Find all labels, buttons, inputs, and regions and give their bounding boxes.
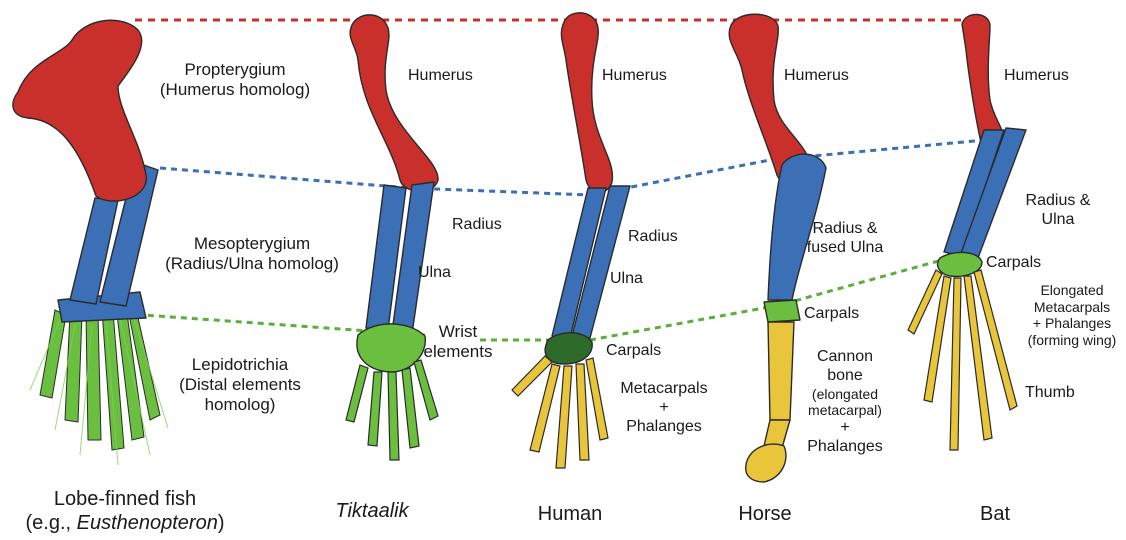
- lepidotrichia-title: Lepidotrichia: [179, 355, 301, 375]
- bat-caption: Bat: [980, 503, 1010, 527]
- fish-caption-suffix: ): [218, 512, 225, 534]
- fish-fin-skeleton: [13, 20, 168, 465]
- mesopterygium-label: Mesopterygium (Radius/Ulna homolog): [165, 234, 339, 274]
- fish-caption-line-2: (e.g., Eusthenopteron): [25, 512, 224, 536]
- human-caption: Human: [538, 503, 602, 527]
- lepidotrichia-label: Lepidotrichia (Distal elements homolog): [179, 355, 301, 415]
- fish-lepidotrichia: [40, 300, 160, 450]
- human-metacarpals-line-1: Metacarpals: [620, 380, 707, 399]
- horse-carpals-label: Carpals: [804, 305, 859, 324]
- wrist-elements-label: Wrist elements: [424, 322, 493, 362]
- propterygium-subtitle: (Humerus homolog): [160, 80, 310, 100]
- bat-carpals-label: Carpals: [986, 254, 1041, 273]
- mesopterygium-subtitle: (Radius/Ulna homolog): [165, 254, 339, 274]
- radius-ulna-level-line: [160, 140, 985, 195]
- bat-elongated-line-4: (forming wing): [1028, 332, 1117, 349]
- bat-radius-line-1: Radius &: [1026, 192, 1091, 211]
- horse-cannon-line-2: bone: [807, 367, 883, 386]
- horse-caption: Horse: [738, 503, 791, 527]
- horse-radius-label: Radius & fused Ulna: [807, 220, 884, 258]
- horse-cannon-line-6: Phalanges: [807, 438, 883, 457]
- horse-humerus-label: Humerus: [784, 67, 849, 86]
- fish-caption-prefix: (e.g.,: [25, 512, 76, 534]
- fish-caption-genus: Eusthenopteron: [77, 512, 218, 534]
- propterygium-label: Propterygium (Humerus homolog): [160, 60, 310, 100]
- human-metacarpals-line-3: Phalanges: [620, 418, 707, 437]
- fish-caption: Lobe-finned fish (e.g., Eusthenopteron): [25, 488, 224, 535]
- horse-cannon-line-5: +: [807, 419, 883, 438]
- human-metacarpals-line-2: +: [620, 399, 707, 418]
- bat-thumb-label: Thumb: [1025, 384, 1075, 403]
- horse-radius-line-2: fused Ulna: [807, 239, 884, 258]
- bat-elongated-line-1: Elongated: [1028, 282, 1117, 299]
- wrist-line-1: Wrist: [424, 322, 493, 342]
- human-humerus-label: Humerus: [602, 67, 667, 86]
- horse-cannon-line-3: (elongated: [807, 386, 883, 403]
- tiktaalik-caption: Tiktaalik: [335, 500, 408, 524]
- mesopterygium-title: Mesopterygium: [165, 234, 339, 254]
- tiktaalik-radius-label: Radius: [452, 216, 502, 235]
- bat-humerus-label: Humerus: [1004, 67, 1069, 86]
- fish-caption-line-1: Lobe-finned fish: [25, 488, 224, 512]
- horse-cannon-line-1: Cannon: [807, 348, 883, 367]
- tiktaalik-humerus-label: Humerus: [408, 67, 473, 86]
- human-radius-label: Radius: [628, 228, 678, 247]
- horse-cannon-label: Cannon bone (elongated metacarpal) + Pha…: [807, 348, 883, 457]
- bat-radius-label: Radius & Ulna: [1026, 192, 1091, 230]
- propterygium-title: Propterygium: [160, 60, 310, 80]
- human-carpals-label: Carpals: [606, 342, 661, 361]
- human-metacarpals-label: Metacarpals + Phalanges: [620, 380, 707, 437]
- horse-radius-line-1: Radius &: [807, 220, 884, 239]
- wrist-line-2: elements: [424, 342, 493, 362]
- bat-elongated-label: Elongated Metacarpals + Phalanges (formi…: [1028, 282, 1117, 348]
- bat-radius-line-2: Ulna: [1026, 211, 1091, 230]
- lepidotrichia-subtitle-1: (Distal elements: [179, 375, 301, 395]
- horse-cannon-line-4: metacarpal): [807, 402, 883, 419]
- human-ulna-label: Ulna: [610, 270, 643, 289]
- tiktaalik-ulna-label: Ulna: [418, 264, 451, 283]
- bat-elongated-line-3: + Phalanges: [1028, 315, 1117, 332]
- lepidotrichia-subtitle-2: homolog): [179, 395, 301, 415]
- bat-elongated-line-2: Metacarpals: [1028, 299, 1117, 316]
